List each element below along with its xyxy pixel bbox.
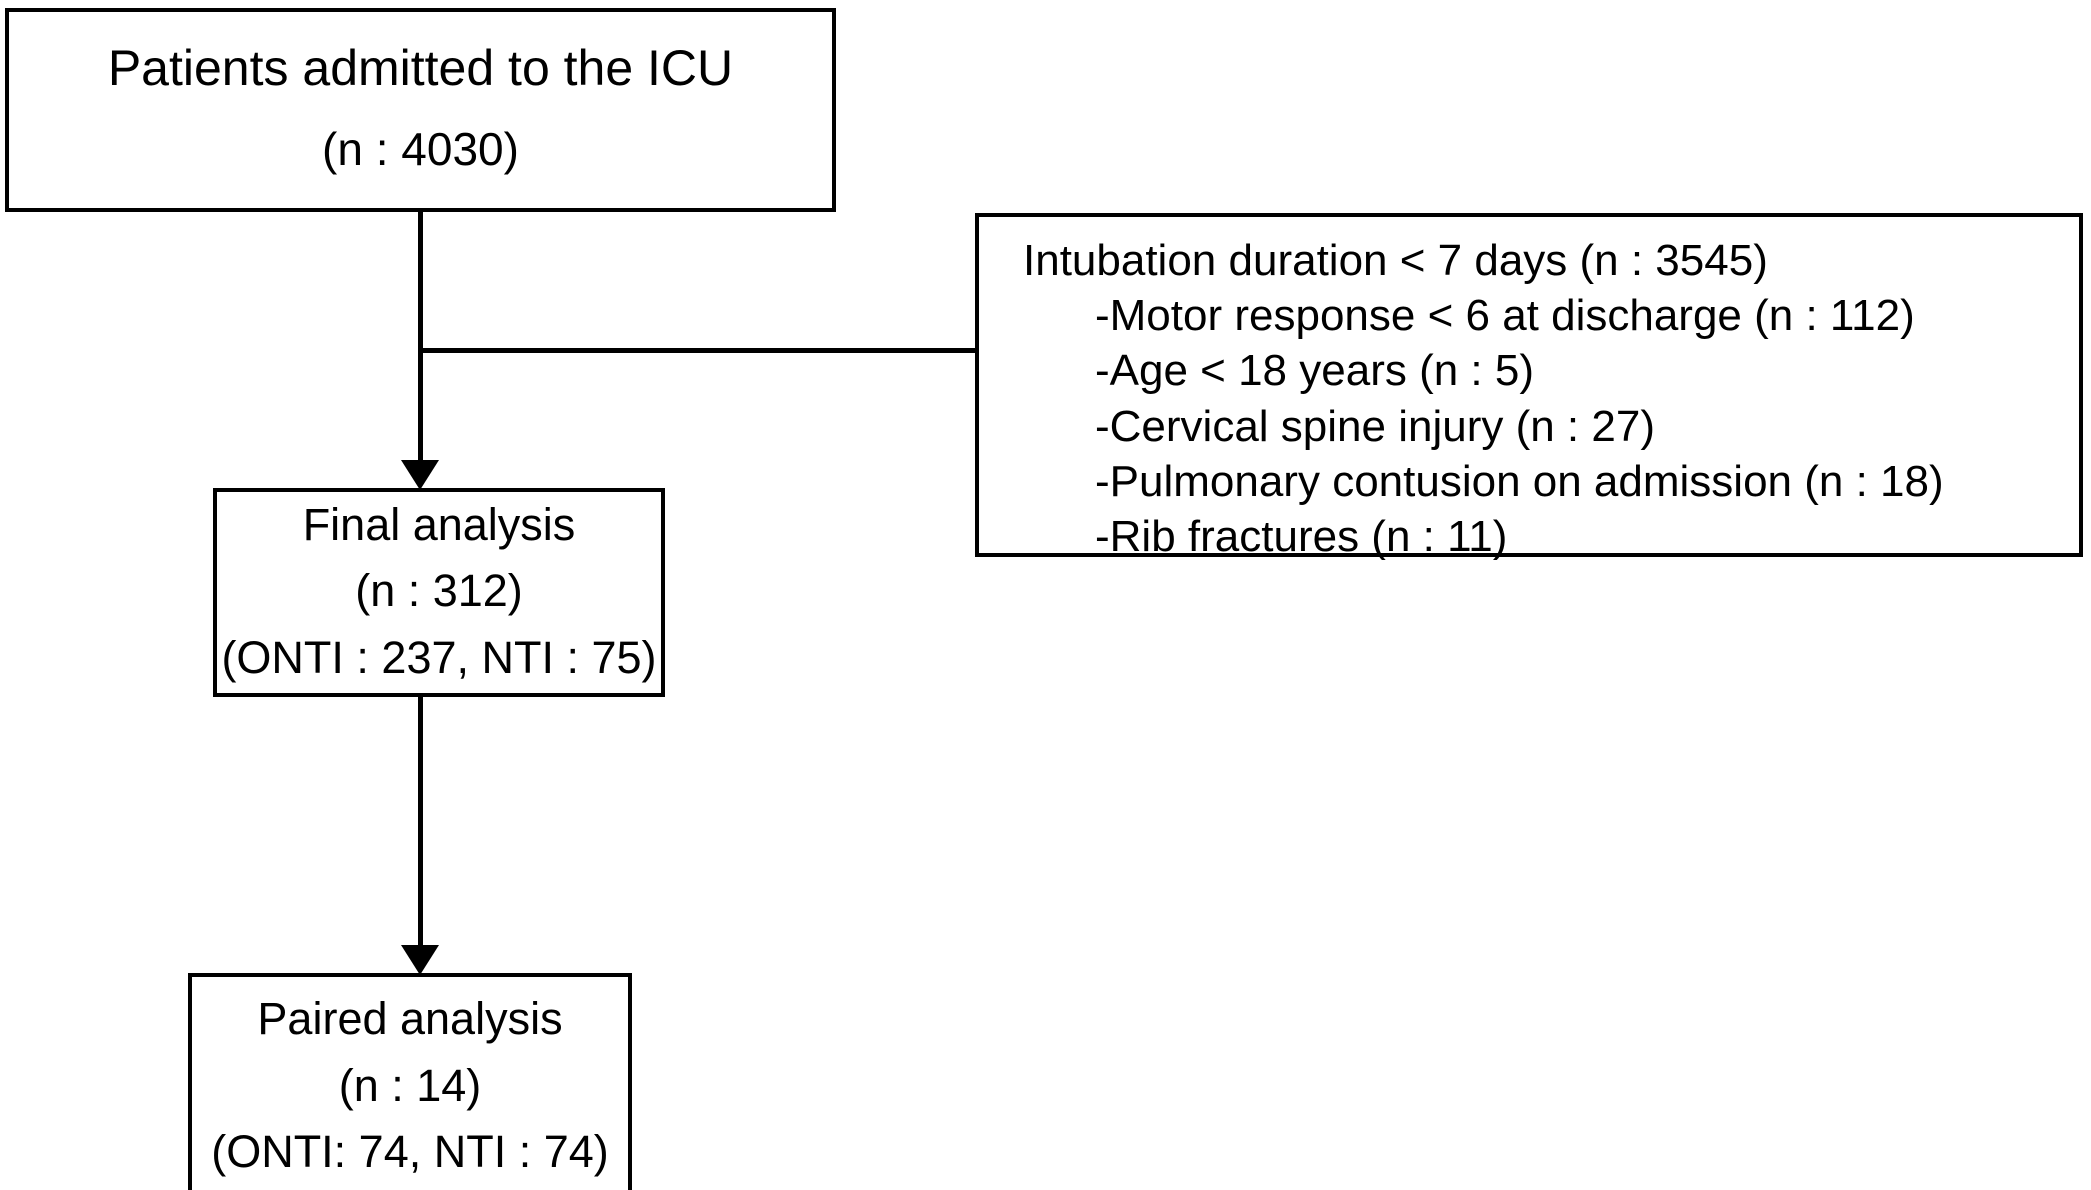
exclusion-item-rib-fractures: -Rib fractures (n : 11) — [1095, 512, 1508, 562]
node-paired-analysis-count: (n : 14) — [338, 1059, 482, 1111]
connector-admitted-to-exclusions — [418, 348, 978, 353]
node-patients-admitted: Patients admitted to the ICU (n : 4030) — [5, 8, 836, 212]
node-final-analysis-title: Final analysis — [302, 498, 576, 550]
arrowhead-down-icon — [401, 460, 439, 490]
exclusion-item-pulmonary-contusion: -Pulmonary contusion on admission (n : 1… — [1095, 456, 1944, 506]
node-paired-analysis: Paired analysis (n : 14) (ONTI: 74, NTI … — [188, 973, 632, 1190]
node-final-analysis-count: (n : 312) — [355, 565, 523, 617]
connector-admitted-to-final — [418, 212, 423, 464]
node-exclusion-criteria: Intubation duration < 7 days (n : 3545) … — [975, 213, 2083, 561]
arrowhead-down-icon — [401, 945, 439, 975]
exclusion-item-age: -Age < 18 years (n : 5) — [1095, 346, 1534, 396]
exclusion-item-cervical-spine-injury: -Cervical spine injury (n : 27) — [1095, 401, 1655, 451]
node-final-analysis: Final analysis (n : 312) (ONTI : 237, NT… — [213, 488, 665, 697]
node-paired-analysis-title: Paired analysis — [257, 993, 563, 1045]
node-final-analysis-groups: (ONTI : 237, NTI : 75) — [221, 631, 657, 683]
node-patients-admitted-title: Patients admitted to the ICU — [107, 40, 734, 97]
connector-final-to-paired — [418, 697, 423, 949]
exclusion-heading: Intubation duration < 7 days (n : 3545) — [1023, 236, 1768, 285]
node-patients-admitted-count: (n : 4030) — [322, 123, 519, 176]
node-paired-analysis-groups: (ONTI: 74, NTI : 74) — [211, 1126, 609, 1178]
exclusion-item-motor-response: -Motor response < 6 at discharge (n : 11… — [1095, 291, 1915, 341]
